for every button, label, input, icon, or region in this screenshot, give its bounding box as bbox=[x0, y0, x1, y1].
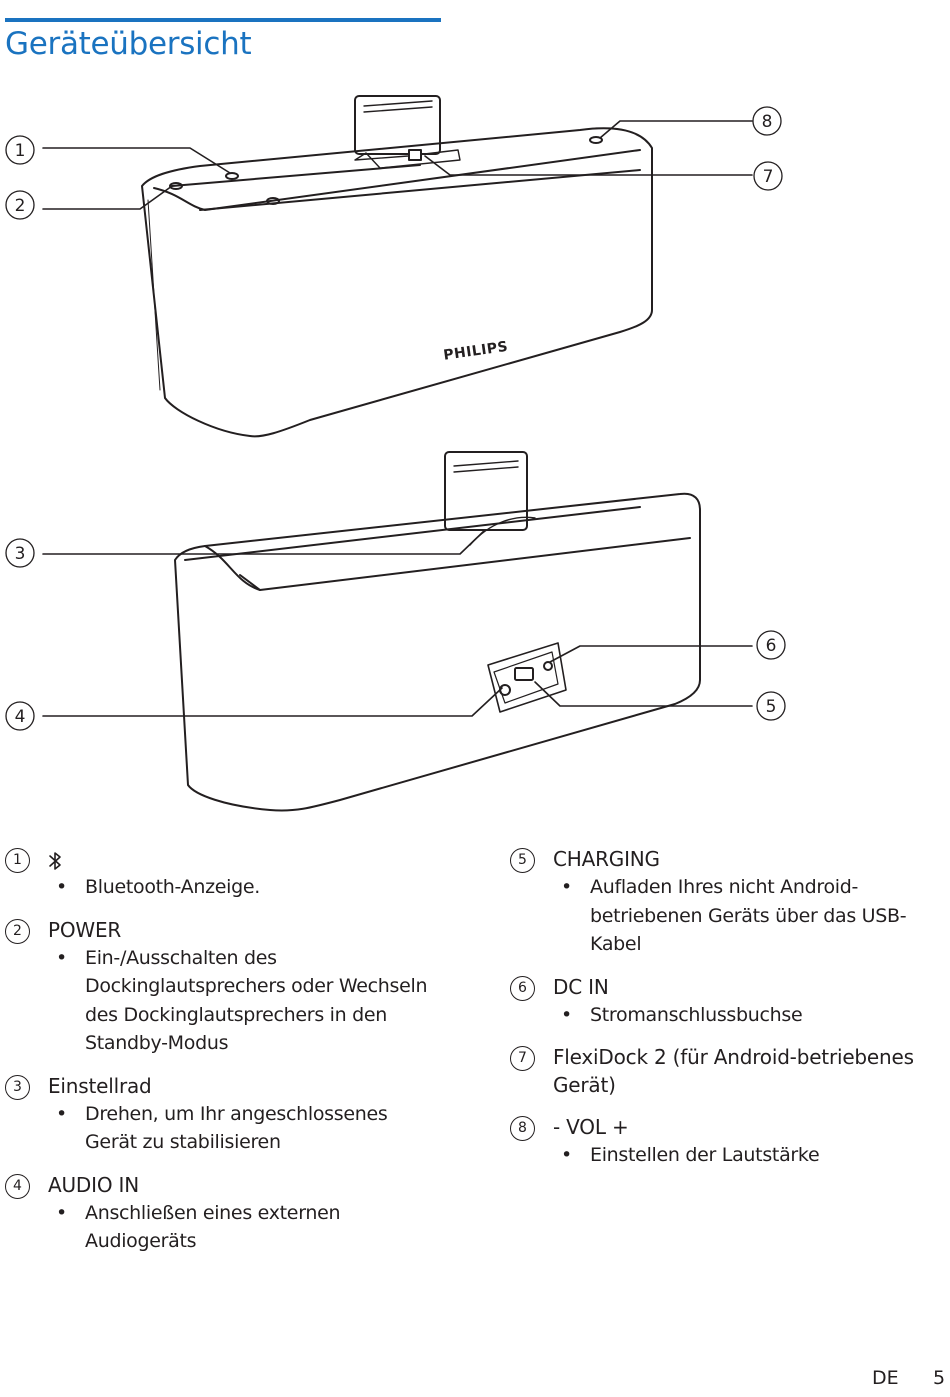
item-bullets: Ein-/Ausschalten des Dockinglautsprecher… bbox=[48, 944, 445, 1058]
bluetooth-icon bbox=[49, 851, 61, 870]
legend-item-5: 5 CHARGING Aufladen Ihres nicht Android-… bbox=[510, 845, 930, 959]
bullet-text: Einstellen der Lautstärke bbox=[553, 1141, 930, 1170]
item-bullets: Aufladen Ihres nicht Android-betriebenen… bbox=[553, 873, 930, 959]
callout-7: 7 bbox=[753, 161, 783, 191]
legend-column-right: 5 CHARGING Aufladen Ihres nicht Android-… bbox=[510, 845, 930, 1184]
page-footer: DE 5 bbox=[0, 1367, 950, 1393]
callout-5: 5 bbox=[756, 691, 786, 721]
item-title bbox=[48, 845, 445, 873]
item-bullets: Drehen, um Ihr angeschlossenes Gerät zu … bbox=[48, 1100, 445, 1157]
bullet-text: Bluetooth-Anzeige. bbox=[48, 873, 445, 902]
svg-text:5: 5 bbox=[766, 697, 777, 717]
svg-text:7: 7 bbox=[763, 167, 774, 187]
page-number: 5 bbox=[933, 1367, 946, 1389]
callout-8: 8 bbox=[752, 106, 782, 136]
title-rule bbox=[5, 18, 441, 22]
speaker-top-view bbox=[141, 95, 653, 438]
item-number: 7 bbox=[510, 1046, 535, 1071]
item-title: Einstellrad bbox=[48, 1073, 152, 1098]
item-number: 8 bbox=[510, 1116, 535, 1141]
legend-item-4: 4 AUDIO IN Anschließen eines externen Au… bbox=[5, 1171, 445, 1256]
item-bullets: Anschließen eines externen Audiogeräts bbox=[48, 1199, 445, 1256]
callout-3: 3 bbox=[5, 538, 35, 568]
bullet-text: Ein-/Ausschalten des Dockinglautsprecher… bbox=[48, 944, 445, 1058]
item-number: 5 bbox=[510, 848, 535, 873]
legend-item-7: 7 FlexiDock 2 (für Android-betriebenes G… bbox=[510, 1043, 930, 1099]
legend-item-8: 8 - VOL + Einstellen der Lautstärke bbox=[510, 1113, 930, 1170]
svg-text:6: 6 bbox=[766, 636, 777, 656]
bullet-text: Anschließen eines externen Audiogeräts bbox=[48, 1199, 445, 1256]
legend-item-2: 2 POWER Ein-/Ausschalten des Dockinglaut… bbox=[5, 916, 445, 1058]
item-number: 3 bbox=[5, 1074, 30, 1100]
item-bullets: Bluetooth-Anzeige. bbox=[48, 873, 445, 902]
speaker-rear-view bbox=[174, 451, 701, 812]
item-title: POWER bbox=[48, 917, 122, 942]
footer-language: DE bbox=[872, 1367, 899, 1389]
brand-logo: PHILIPS bbox=[442, 339, 509, 364]
item-number: 4 bbox=[5, 1173, 30, 1199]
item-bullets: Stromanschlussbuchse bbox=[553, 1001, 930, 1030]
callout-4: 4 bbox=[5, 701, 35, 731]
bullet-text: Aufladen Ihres nicht Android-betriebenen… bbox=[553, 873, 930, 959]
callout-6: 6 bbox=[756, 630, 786, 660]
item-title: DC IN bbox=[553, 974, 609, 999]
legend-column-left: 1 Bluetooth-Anzeige. 2 POWER Ein-/Aussch… bbox=[5, 845, 445, 1270]
item-number: 6 bbox=[510, 975, 535, 1001]
svg-text:8: 8 bbox=[762, 112, 773, 132]
item-title: FlexiDock 2 (für Android-betriebenes Ger… bbox=[553, 1045, 914, 1097]
item-bullets: Einstellen der Lautstärke bbox=[553, 1141, 930, 1170]
callout-2: 2 bbox=[5, 190, 35, 220]
device-illustration: PHILIPS 1 2 3 4 5 6 7 8 bbox=[5, 95, 786, 812]
legend-item-6: 6 DC IN Stromanschlussbuchse bbox=[510, 973, 930, 1030]
page-title: Geräteübersicht bbox=[5, 26, 252, 62]
svg-text:2: 2 bbox=[15, 196, 26, 216]
svg-text:3: 3 bbox=[15, 544, 26, 564]
item-number: 1 bbox=[5, 848, 30, 873]
legend-item-1: 1 Bluetooth-Anzeige. bbox=[5, 845, 445, 902]
legend-item-3: 3 Einstellrad Drehen, um Ihr angeschloss… bbox=[5, 1072, 445, 1157]
item-title: CHARGING bbox=[553, 847, 660, 871]
item-title: AUDIO IN bbox=[48, 1172, 139, 1197]
item-title: - VOL + bbox=[553, 1115, 629, 1139]
svg-text:4: 4 bbox=[15, 707, 26, 727]
bullet-text: Stromanschlussbuchse bbox=[553, 1001, 930, 1030]
svg-text:1: 1 bbox=[15, 141, 26, 161]
bullet-text: Drehen, um Ihr angeschlossenes Gerät zu … bbox=[48, 1100, 445, 1157]
callout-1: 1 bbox=[5, 135, 35, 165]
item-number: 2 bbox=[5, 918, 30, 944]
